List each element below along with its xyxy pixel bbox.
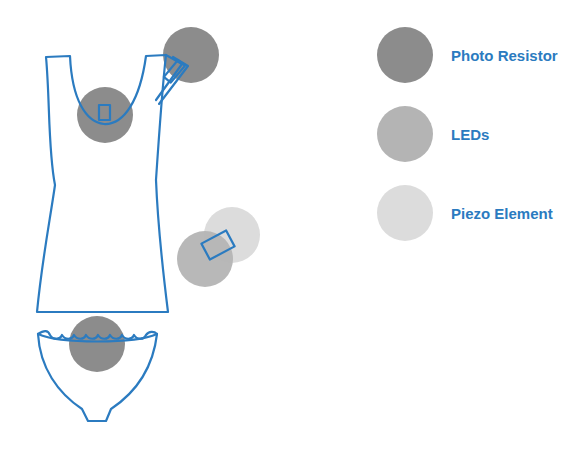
legend-swatch <box>377 27 433 83</box>
waistband-line <box>38 334 157 342</box>
wrist-module <box>201 230 234 259</box>
legend-entry: Piezo Element <box>377 185 553 241</box>
panties-outline <box>38 334 157 421</box>
legend-swatch <box>377 106 433 162</box>
legend-swatch <box>377 185 433 241</box>
strap-line <box>159 57 188 104</box>
legend-label: Photo Resistor <box>451 47 558 64</box>
legend-label: Piezo Element <box>451 205 553 222</box>
tank-top-outline <box>37 55 168 312</box>
legend-label: LEDs <box>451 126 489 143</box>
lace-waistband <box>38 331 157 339</box>
garment-outlines <box>37 55 235 421</box>
legend-entry: Photo Resistor <box>377 27 558 83</box>
photo-resistor-spot <box>163 27 219 83</box>
component-circles <box>69 27 260 372</box>
legend-entry: LEDs <box>377 106 489 162</box>
led-spot <box>177 231 233 287</box>
photo-resistor-spot <box>69 316 125 372</box>
strap-sensor <box>164 60 185 83</box>
neck-sensor <box>99 105 110 120</box>
